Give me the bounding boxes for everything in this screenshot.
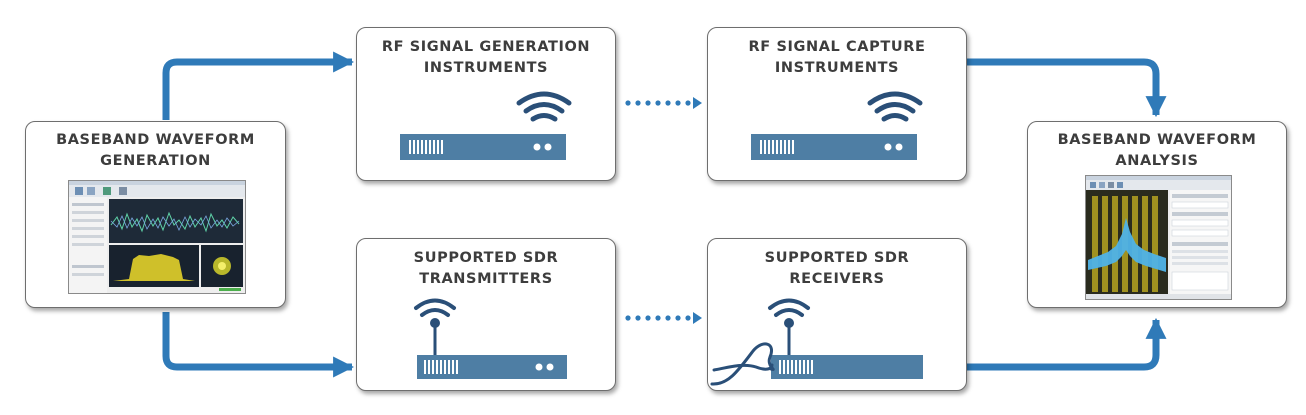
box-title: BASEBAND WAVEFORM GENERATION [56, 132, 255, 169]
sdr-receiver-illustration [710, 298, 923, 386]
rf-instrument-icon [751, 134, 917, 160]
box-title: RF SIGNAL GENERATION INSTRUMENTS [381, 39, 591, 76]
box-baseband-waveform-generation: BASEBAND WAVEFORM GENERATION [25, 121, 286, 308]
box-rf-signal-capture-instruments: RF SIGNAL CAPTURE INSTRUMENTS [707, 27, 967, 181]
arrow-sdr-receivers-to-analysis [966, 317, 1167, 371]
arrow-rf-capture-to-analysis [966, 58, 1167, 118]
box-rf-signal-generation-instruments: RF SIGNAL GENERATION INSTRUMENTS [356, 27, 616, 181]
dotted-arrow-sdr-link [625, 312, 702, 324]
rf-instrument-illustration [751, 91, 923, 160]
antenna-icon [768, 298, 810, 356]
waveform-generator-app-screenshot [68, 180, 246, 294]
dotted-arrow-rf-link [625, 97, 702, 109]
wifi-signal-icon [516, 91, 572, 122]
box-title: RF SIGNAL CAPTURE INSTRUMENTS [748, 39, 926, 76]
box-supported-sdr-transmitters: SUPPORTED SDR TRANSMITTERS [356, 238, 616, 391]
box-baseband-waveform-analysis: BASEBAND WAVEFORM ANALYSIS [1027, 121, 1287, 308]
sdr-radio-icon [417, 355, 567, 379]
cable-icon [710, 342, 775, 386]
wifi-signal-icon [867, 91, 923, 122]
box-supported-sdr-receivers: SUPPORTED SDR RECEIVERS [707, 238, 967, 391]
box-title: BASEBAND WAVEFORM ANALYSIS [1057, 132, 1257, 169]
rf-instrument-illustration [400, 91, 572, 160]
sdr-radio-icon [771, 355, 923, 379]
box-title: SUPPORTED SDR RECEIVERS [764, 250, 910, 287]
sdr-transmitter-illustration [414, 298, 567, 379]
box-title: SUPPORTED SDR TRANSMITTERS [413, 250, 559, 287]
spectrum-analyzer-app-screenshot [1085, 175, 1232, 300]
arrow-baseband-to-sdr-transmitters [162, 312, 355, 378]
antenna-icon [414, 298, 456, 356]
rf-instrument-icon [400, 134, 566, 160]
arrow-baseband-to-rf-generation [162, 51, 355, 120]
